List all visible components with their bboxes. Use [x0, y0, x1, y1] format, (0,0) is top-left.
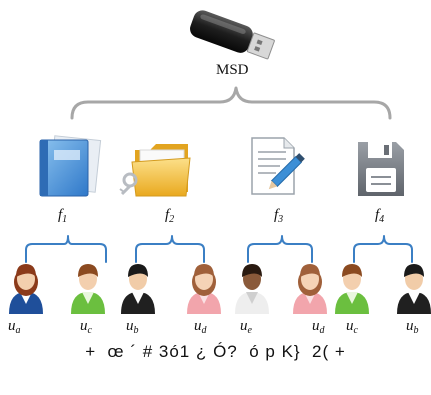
user-female-green-icon [335, 264, 369, 314]
file-label-1-sub: 1 [62, 214, 68, 225]
usb-drive-icon [190, 10, 275, 60]
user-female-pink-icon [293, 264, 327, 314]
floppy-disk-icon [358, 142, 404, 196]
file-label-2-name: f [165, 207, 170, 223]
user-label-8: ub [406, 318, 419, 336]
file-label-3-sub: 3 [278, 214, 284, 225]
root-label: MSD [216, 62, 249, 78]
user-label-6: ud [312, 318, 325, 336]
file-label-4-name: f [375, 207, 380, 223]
file-label-4: f4 [375, 207, 384, 225]
user-label-4-sub: d [201, 325, 207, 336]
user-label-8-sub: b [413, 325, 419, 336]
user-male-white-icon [235, 264, 269, 314]
blue-book-icon [39, 135, 102, 197]
file-label-1: f1 [58, 207, 67, 225]
user-label-2: uc [80, 318, 92, 336]
user-label-3: ub [126, 318, 139, 336]
root-bracket [70, 86, 392, 120]
file-label-2: f2 [165, 207, 174, 225]
user-label-8-name: u [406, 318, 414, 334]
user-label-3-sub: b [133, 325, 139, 336]
file-label-3: f3 [274, 207, 283, 225]
user-male-black-icon [397, 264, 431, 314]
user-label-3-name: u [126, 318, 134, 334]
user-female-pink-icon [187, 264, 221, 314]
user-label-1-name: u [8, 318, 16, 334]
users-layer [9, 264, 431, 314]
user-label-7-sub: c [353, 325, 358, 336]
user-label-6-name: u [312, 318, 320, 334]
file-label-4-sub: 4 [379, 214, 385, 225]
bracket-f2 [135, 235, 205, 263]
user-label-6-sub: d [319, 325, 325, 336]
user-label-4-name: u [194, 318, 202, 334]
user-label-5-sub: e [247, 325, 252, 336]
user-label-5: ue [240, 318, 252, 336]
file-label-2-sub: 2 [169, 214, 175, 225]
user-male-black-icon [121, 264, 155, 314]
bracket-f1 [25, 235, 107, 263]
user-brackets [25, 235, 413, 263]
user-female-blue-icon [9, 264, 43, 314]
bracket-f3 [247, 235, 313, 263]
user-label-7-name: u [346, 318, 354, 334]
caption-text: + œ ´ # 3ó1 ¿ Ó? ó p K} 2( + [85, 342, 346, 361]
user-label-5-name: u [240, 318, 248, 334]
user-label-1: ua [8, 318, 21, 336]
user-label-7: uc [346, 318, 358, 336]
edit-document-icon [251, 137, 305, 195]
user-label-2-sub: c [87, 325, 92, 336]
user-female-green-icon [71, 264, 105, 314]
user-label-4: ud [194, 318, 207, 336]
user-label-2-name: u [80, 318, 88, 334]
file-label-1-name: f [58, 207, 63, 223]
bracket-f4 [353, 235, 413, 263]
user-label-1-sub: a [15, 325, 21, 336]
file-label-3-name: f [274, 207, 279, 223]
folder-key-icon [119, 144, 191, 197]
